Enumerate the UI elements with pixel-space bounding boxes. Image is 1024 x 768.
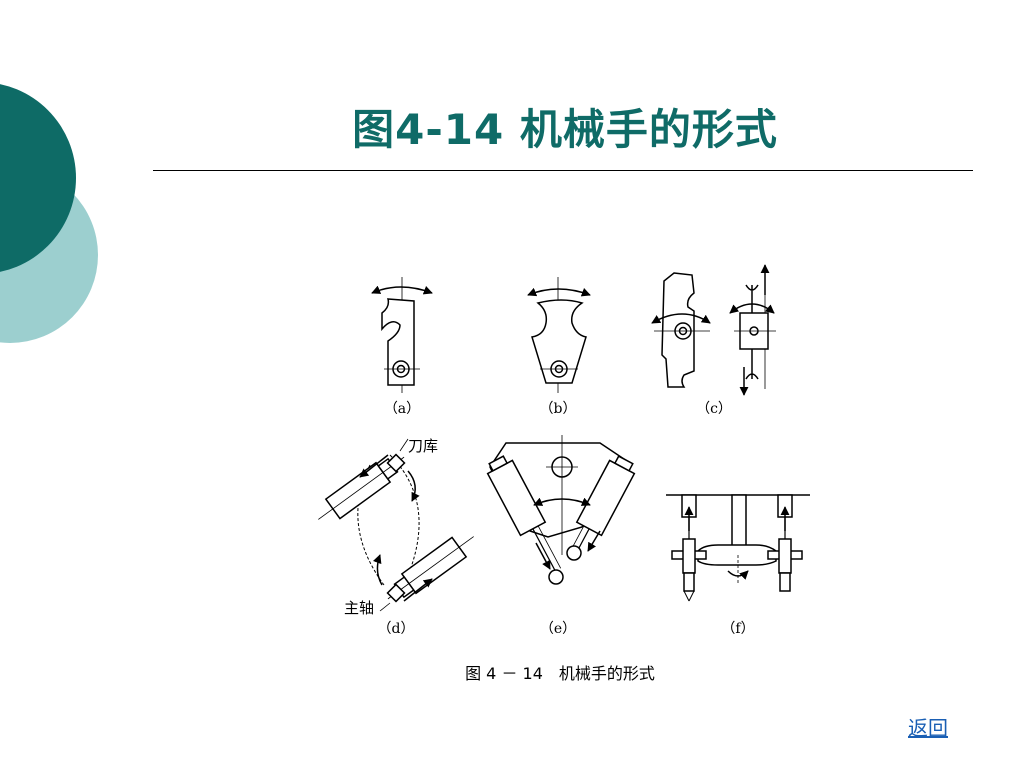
- panel-b-drawing: [527, 277, 591, 393]
- panel-a-drawing: [371, 277, 433, 393]
- annotation-spindle: 主轴: [344, 599, 374, 617]
- decorative-circles: [0, 84, 98, 343]
- panel-d-drawing: [318, 438, 474, 612]
- panel-label-a: （a）: [384, 401, 420, 417]
- panel-label-b: （b）: [540, 401, 577, 417]
- slide-title: 图4-14 机械手的形式: [352, 105, 778, 154]
- figure-caption: 图 4 － 14 机械手的形式: [465, 664, 655, 683]
- panel-label-d: （d）: [378, 621, 415, 637]
- panel-e-drawing: [486, 435, 636, 585]
- annotation-tool-magazine: 刀库: [408, 437, 438, 455]
- panel-label-c: （c）: [696, 401, 732, 417]
- panel-label-e: （e）: [540, 621, 576, 637]
- title-divider: [153, 170, 973, 171]
- panel-c-drawing: [651, 264, 776, 396]
- manipulator-forms-figure: （a） （b） （c）: [318, 264, 810, 683]
- panel-label-f: （f）: [721, 621, 754, 637]
- panel-f-drawing: [666, 494, 810, 602]
- decor-circle-dark: [0, 84, 76, 272]
- back-link[interactable]: 返回: [908, 716, 948, 740]
